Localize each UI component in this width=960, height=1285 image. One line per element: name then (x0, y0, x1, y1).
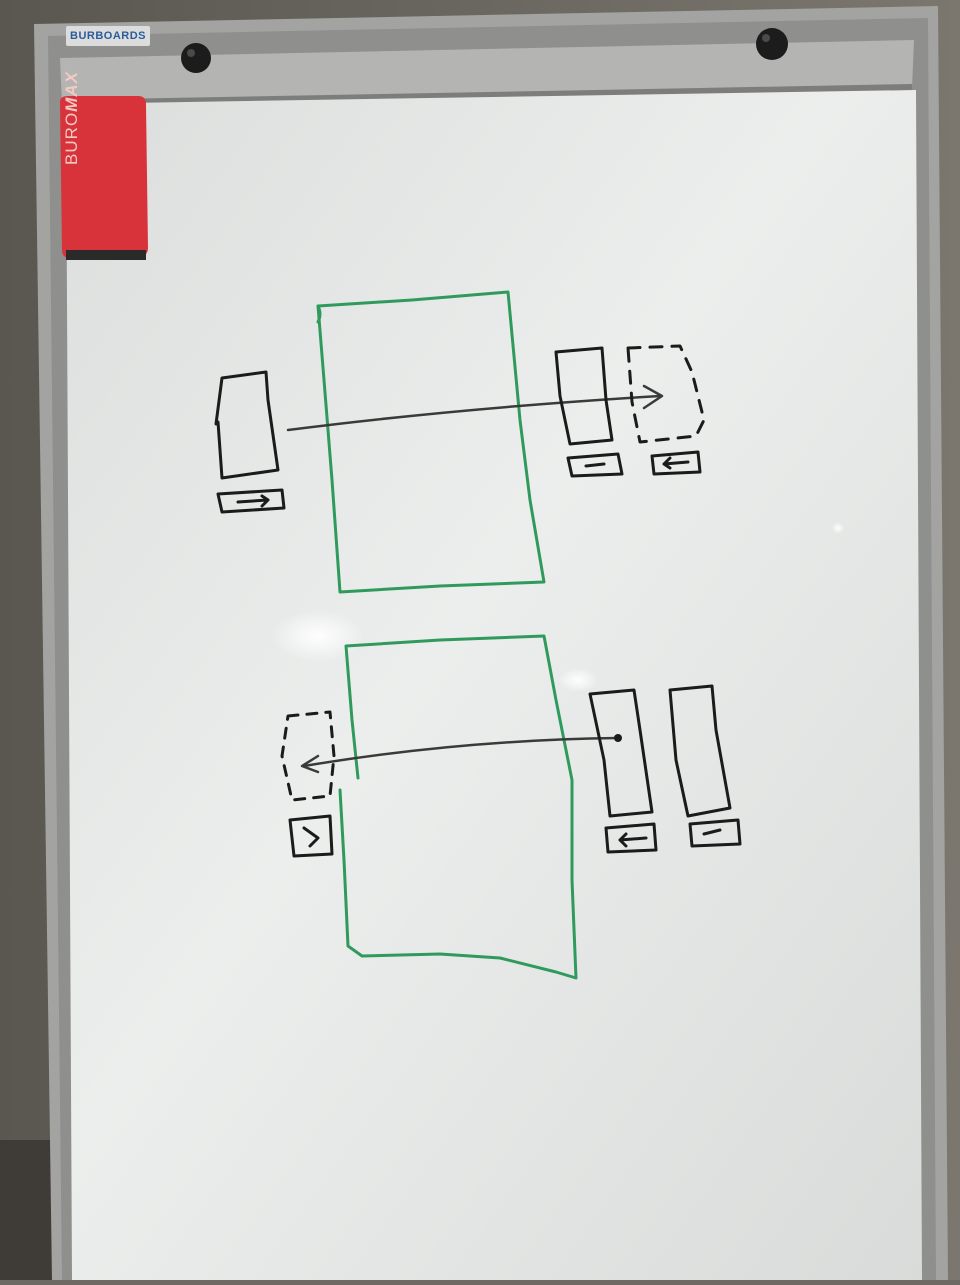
lower-long-arrow (302, 736, 620, 768)
lower-diagram (280, 634, 742, 980)
eraser-brand-suffix: MAX (62, 71, 81, 112)
lower-arrow-dot (614, 734, 622, 742)
glare-spot (272, 610, 364, 662)
upper-left-card-arrow (236, 494, 270, 508)
lower-right-card-2 (688, 818, 742, 848)
upper-dashed-card-arrow (662, 456, 690, 470)
eraser-brand-prefix: BURO (62, 111, 81, 165)
lower-right-box-1 (588, 688, 654, 818)
upper-right-card-mark (584, 462, 606, 468)
eraser-body (60, 96, 148, 258)
magnet-knob-right (756, 28, 788, 60)
lower-dashed-card (288, 814, 334, 858)
lower-right-box-2 (668, 684, 732, 818)
upper-dashed-box (626, 344, 706, 444)
eraser-felt (66, 250, 146, 260)
lower-right-card-1-arrow (618, 832, 648, 848)
upper-left-card (216, 488, 286, 514)
magnet-knob-right-highlight (762, 34, 770, 42)
glare-spot-small (558, 668, 598, 692)
board-brand-label: BURBOARDS (66, 26, 150, 46)
lower-right-card-2-mark (702, 828, 722, 836)
upper-diagram (214, 290, 706, 594)
lower-dashed-box (280, 710, 336, 802)
magnet-knob-left-highlight (187, 49, 195, 57)
lower-right-card-1 (604, 822, 658, 854)
upper-left-box (214, 370, 280, 480)
glare-spot-right (832, 522, 844, 534)
upper-right-card (566, 452, 624, 478)
upper-right-box (554, 346, 614, 446)
magnet-knob-left (181, 43, 211, 73)
upper-dashed-card (650, 450, 702, 476)
lower-dashed-card-arrow (302, 826, 320, 848)
lower-arrowhead (300, 754, 320, 774)
upper-arrowhead (642, 384, 664, 410)
board-surface (66, 90, 922, 1280)
eraser-brand-label: BUROMAX (60, 48, 84, 188)
upper-green-rect (316, 290, 546, 594)
